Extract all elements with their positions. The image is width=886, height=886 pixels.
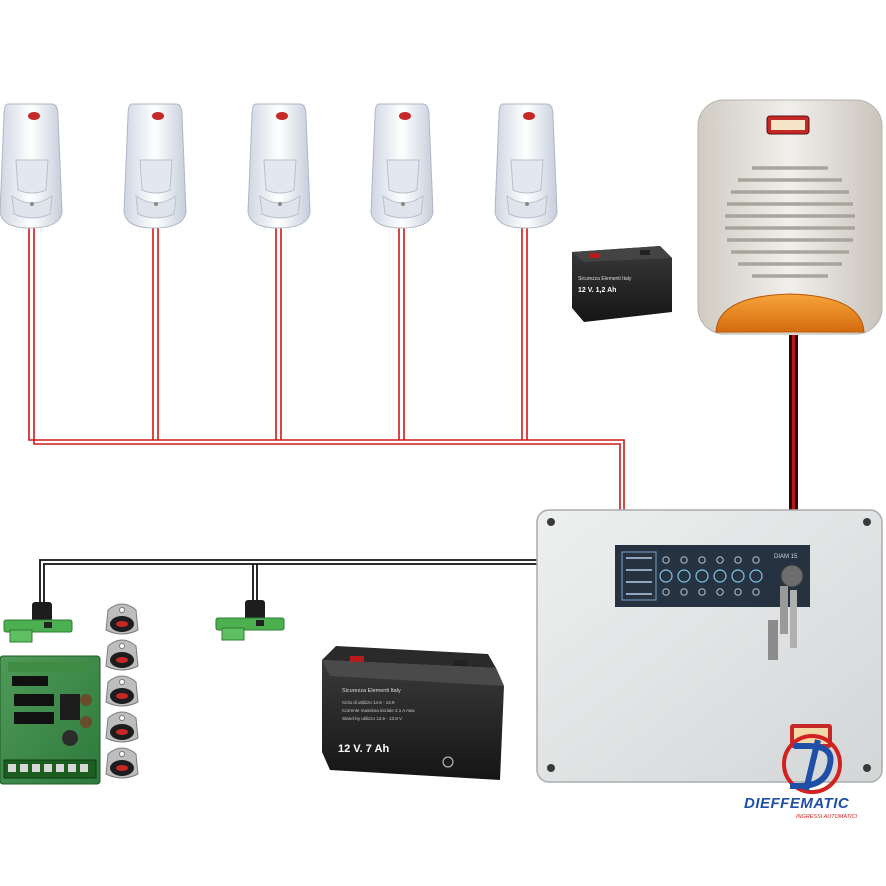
panel-led-icon — [695, 569, 709, 583]
large-battery-spec-1: Ciclo di utilizzo 14.5 - 14.9 — [342, 700, 395, 705]
proximity-tags — [105, 603, 139, 779]
panel-leds — [626, 556, 763, 596]
siren-wiring — [789, 335, 798, 511]
pir-detector — [123, 103, 187, 229]
panel-led-icon — [716, 556, 724, 564]
panel-led-icon — [662, 588, 670, 596]
panel-led-icon — [698, 556, 706, 564]
reader-wiring — [39, 559, 540, 602]
panel-indicator-icon — [626, 581, 652, 583]
large-battery-brand: Sicurezza Elementi Italy — [342, 688, 401, 694]
pir-detectors — [0, 103, 558, 229]
pir-logo-icon — [523, 112, 535, 120]
panel-led-icon — [713, 569, 727, 583]
panel-led-icon — [734, 588, 742, 596]
recycle-icon — [442, 756, 454, 768]
proximity-tag — [105, 747, 139, 779]
small-battery-rating: 12 V. 1,2 Ah — [578, 287, 616, 294]
outdoor-siren — [697, 99, 883, 335]
proximity-tag — [105, 675, 139, 707]
pir-led-icon — [401, 202, 405, 206]
detector-wiring — [28, 224, 625, 510]
pir-detector — [247, 103, 311, 229]
panel-led-icon — [734, 556, 742, 564]
panel-led-icon — [731, 569, 745, 583]
small-battery-brand: Sicurezza Elementi Italy — [578, 276, 632, 282]
pir-led-icon — [30, 202, 34, 206]
panel-model: DIAM 15 — [774, 554, 798, 560]
panel-led-icon — [752, 556, 760, 564]
panel-led-icon — [752, 588, 760, 596]
proximity-tag — [105, 639, 139, 671]
logo-emblem — [782, 734, 842, 794]
large-battery-rating: 12 V. 7 Ah — [338, 743, 389, 755]
panel-led-icon — [677, 569, 691, 583]
interface-board — [0, 655, 101, 785]
pir-logo-icon — [28, 112, 40, 120]
panel-led-icon — [716, 588, 724, 596]
reader-left — [3, 602, 73, 643]
dieffematic-logo: DIEFFEMATIC INGRESSI AUTOMATICI — [744, 734, 857, 820]
reader-middle — [215, 600, 285, 641]
panel-indicator-icon — [626, 557, 652, 559]
panel-led-icon — [659, 569, 673, 583]
pir-detector — [0, 103, 63, 229]
panel-led-icon — [749, 569, 763, 583]
panel-led-icon — [662, 556, 670, 564]
panel-led-icon — [680, 588, 688, 596]
large-battery-spec-3: Stand-by utilizzo 13.6 - 13.8 V — [342, 716, 402, 721]
panel-indicator-icon — [626, 569, 652, 571]
large-battery-spec-2: Corrente massima iniziale 2.1 A max — [342, 708, 416, 713]
siren-grille — [725, 166, 855, 278]
panel-led-icon — [680, 556, 688, 564]
pir-led-icon — [278, 202, 282, 206]
siren-flash-lamp — [715, 293, 865, 333]
pir-logo-icon — [152, 112, 164, 120]
proximity-tag — [105, 711, 139, 743]
pir-detector — [370, 103, 434, 229]
large-battery: Sicurezza Elementi Italy Ciclo di utiliz… — [322, 646, 504, 780]
panel-display — [615, 545, 810, 607]
logo-name: DIEFFEMATIC — [744, 795, 850, 812]
pir-logo-icon — [276, 112, 288, 120]
pir-led-icon — [154, 202, 158, 206]
panel-led-icon — [698, 588, 706, 596]
small-battery: Sicurezza Elementi Italy 12 V. 1,2 Ah — [572, 246, 672, 322]
proximity-tag — [105, 603, 139, 635]
panel-indicator-icon — [626, 593, 652, 595]
pir-logo-icon — [399, 112, 411, 120]
pir-detector — [494, 103, 558, 229]
pir-led-icon — [525, 202, 529, 206]
panel-key — [768, 564, 804, 660]
logo-tagline: INGRESSI AUTOMATICI — [796, 814, 857, 820]
